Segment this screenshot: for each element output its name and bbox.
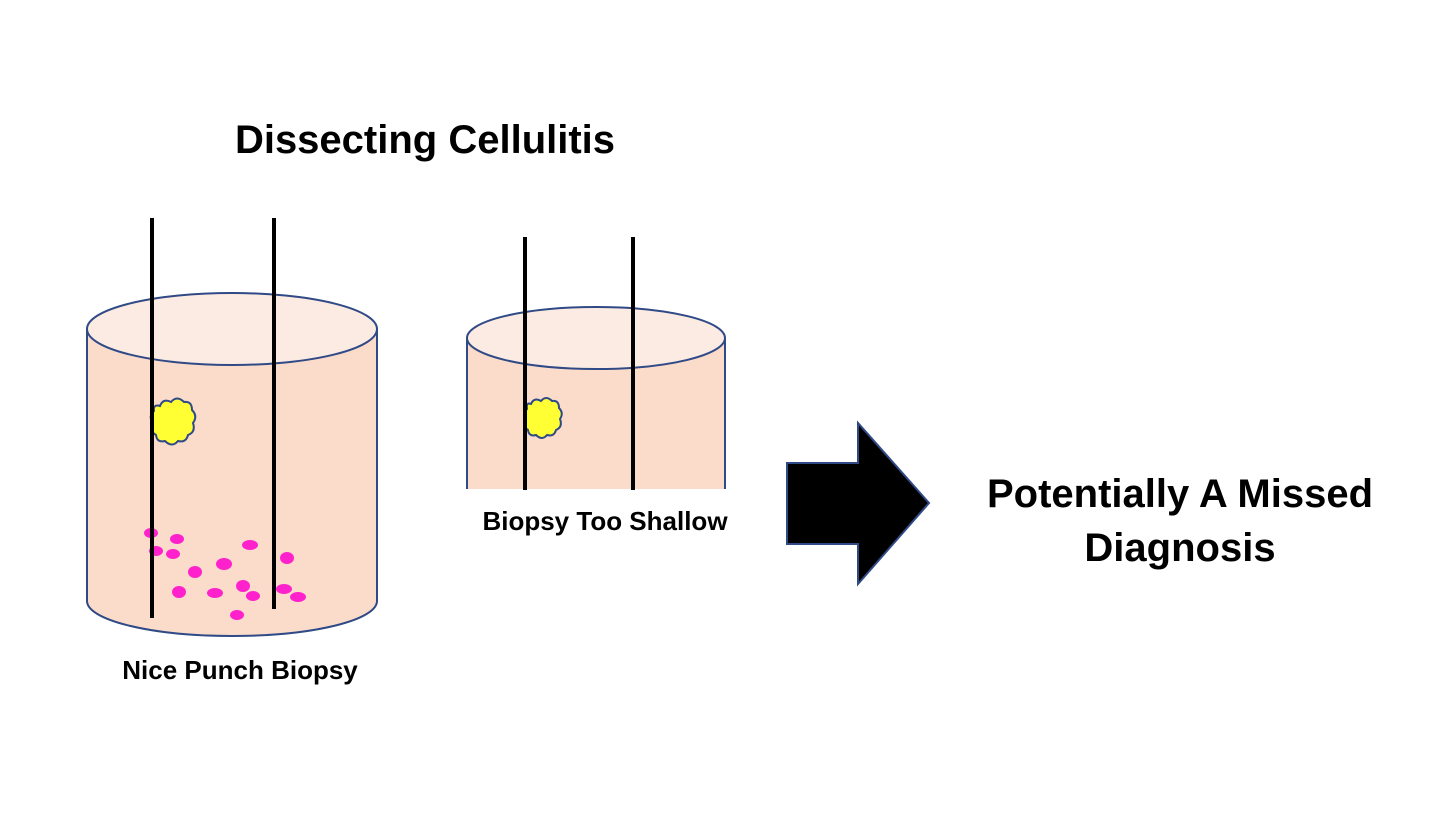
inflammatory-cell: [242, 540, 258, 550]
left-cylinder-top: [86, 292, 378, 366]
inflammatory-cell: [236, 580, 250, 592]
inflammatory-cell: [246, 591, 260, 601]
middle-cylinder-body: [467, 338, 725, 489]
missed-diagnosis-conclusion: Potentially A Missed Diagnosis: [960, 467, 1400, 575]
inflammatory-cell: [280, 552, 294, 564]
inflammatory-cell: [290, 592, 306, 602]
inflammatory-cell: [216, 558, 232, 570]
inflammatory-cell: [166, 549, 180, 559]
inflammatory-cell: [207, 588, 223, 598]
conclusion-line-1: Potentially A Missed: [986, 472, 1373, 516]
inflammatory-cell: [230, 610, 244, 620]
left-cylinder-body: [86, 328, 378, 637]
right-block-arrow-icon: [786, 420, 931, 587]
inflammatory-cell: [170, 534, 184, 544]
biopsy-too-shallow-caption: Biopsy Too Shallow: [482, 506, 728, 536]
nice-punch-biopsy-specimen: [86, 218, 378, 637]
inflammatory-cell: [276, 584, 292, 594]
yellow-cell-cluster-icon: [523, 397, 563, 439]
pink-inflammatory-cells-icon: [144, 528, 306, 620]
middle-cylinder-sides: [466, 338, 726, 489]
inflammatory-cell: [172, 586, 186, 598]
slide-title: Dissecting Cellulitis: [234, 118, 616, 162]
shallow-biopsy-specimen: [466, 237, 726, 490]
conclusion-line-2: Diagnosis: [1084, 526, 1276, 570]
inflammatory-cell: [188, 566, 202, 578]
nice-punch-biopsy-caption: Nice Punch Biopsy: [122, 655, 358, 685]
middle-cylinder-top: [466, 306, 726, 370]
